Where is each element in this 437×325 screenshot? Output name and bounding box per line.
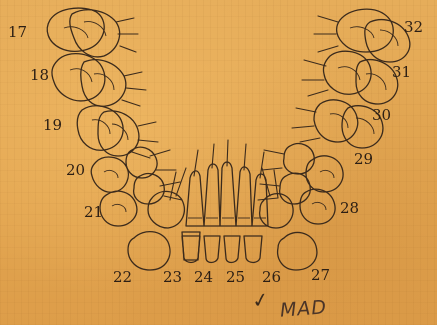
front-incisors-lower bbox=[182, 236, 262, 263]
tooth-number-31: 31 bbox=[392, 65, 411, 80]
right-premolar-cluster bbox=[258, 144, 343, 224]
tooth-number-29: 29 bbox=[354, 152, 373, 167]
tooth-number-27: 27 bbox=[311, 268, 330, 283]
tooth-number-20: 20 bbox=[66, 163, 85, 178]
tooth-number-17: 17 bbox=[8, 25, 27, 40]
tooth-number-21: 21 bbox=[84, 205, 103, 220]
tooth-number-30: 30 bbox=[372, 108, 391, 123]
tooth-number-22: 22 bbox=[113, 270, 132, 285]
tooth-number-18: 18 bbox=[30, 68, 49, 83]
tooth-number-32: 32 bbox=[404, 20, 423, 35]
left-molar-cluster bbox=[47, 8, 158, 158]
handwritten-note: MAD bbox=[279, 298, 327, 320]
tooth-number-23: 23 bbox=[163, 270, 182, 285]
tooth-number-24: 24 bbox=[194, 270, 213, 285]
tooth-number-28: 28 bbox=[340, 201, 359, 216]
front-incisors-upper bbox=[186, 140, 268, 226]
left-premolar-cluster bbox=[91, 147, 182, 226]
tooth-number-25: 25 bbox=[226, 270, 245, 285]
tooth-number-19: 19 bbox=[43, 118, 62, 133]
handwritten-check-mark: ✓ bbox=[250, 289, 270, 312]
tooth-number-26: 26 bbox=[262, 270, 281, 285]
